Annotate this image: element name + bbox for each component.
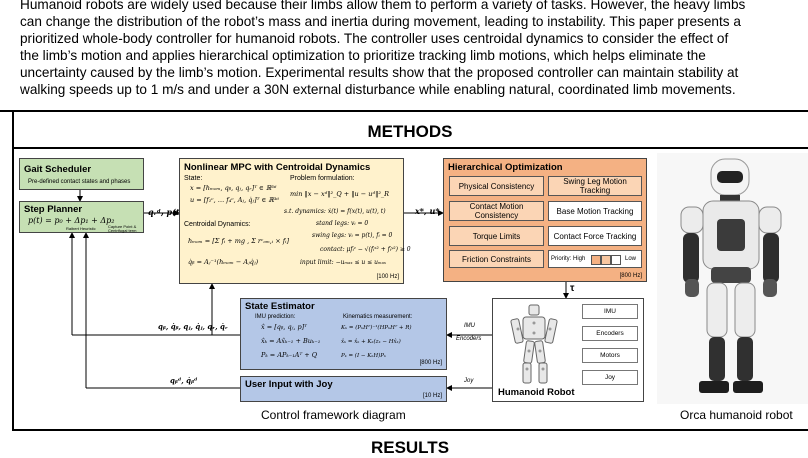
results-heading: RESULTS [370, 438, 450, 457]
se-output-label: qᵦ, q̇ᵦ, qⱼ, q̇ⱼ, qᵣ, q̇ᵣ [158, 322, 228, 331]
robot-photo [657, 153, 808, 404]
abstract-line: prioritized whole-body controller for hu… [20, 31, 729, 46]
mpc-state-eq2: u = [f₁ᶜ, … f₄ᶜ, Aⱼ, q̇ⱼ]ᵀ ∈ ℝ³⁶ [190, 196, 279, 204]
physical-consistency-task: Physical Consistency [449, 176, 544, 196]
ho-title: Hierarchical Optimization [448, 162, 563, 173]
base-motion-task: Base Motion Tracking [548, 201, 642, 221]
diagram-caption: Control framework diagram [261, 408, 406, 422]
abstract-line: can change the distribution of the robot… [20, 14, 741, 29]
methods-heading: METHODS [367, 122, 453, 141]
step-planner-block: Step Planner p(t) = p₀ + Δp₁ + Δp₂ Raibe… [19, 201, 144, 233]
divider [12, 429, 808, 431]
robot-title: Humanoid Robot [498, 387, 575, 398]
mpc-pf-eq4: swing legs: vᵢ = p(t), fᵢ = 0 [312, 232, 393, 239]
se-title: State Estimator [245, 301, 315, 312]
gait-scheduler-title: Gait Scheduler [24, 164, 92, 175]
step-planner-formula: p(t) = p₀ + Δp₁ + Δp₂ [28, 216, 115, 225]
abstract-line: walking speeds up to 1 m/s and under a 3… [20, 82, 736, 97]
step-planner-title: Step Planner [24, 204, 83, 215]
se-kin-eq3: Pₖ = (I − KₖH)Pₖ [341, 353, 386, 359]
ho-rate: [800 Hz] [619, 273, 642, 279]
mpc-pf-eq3: stand legs: vᵢ = 0 [316, 220, 369, 227]
priority-swatch [591, 255, 601, 265]
se-imu-eq1: x̂ = [qᵦ, qⱼ, p]ᵀ [261, 323, 307, 331]
methods-frame [12, 112, 808, 430]
se-imu-eq2: x̂ₖ = Ax̂ₖ₋₁ + Buₖ₋₁ [261, 337, 321, 345]
mpc-title: Nonlinear MPC with Centroidal Dynamics [184, 162, 371, 173]
mpc-state-eq1: x = [hₘₒₘ, qᵦ, qⱼ, qᵣ]ᵀ ∈ ℝ³⁶ [190, 184, 277, 192]
gait-scheduler-block: Gait Scheduler Pre-defined contact state… [19, 158, 144, 190]
abstract: Humanoid robots are widely used because … [0, 0, 808, 112]
abstract-line: Humanoid robots are widely used because … [20, 0, 746, 12]
priority-swatch [601, 255, 611, 265]
robot-kinematics-icon [510, 304, 558, 384]
user-input-block: User Input with Joy [10 Hz] [240, 376, 447, 402]
encoders-arrow-label: Encoders [456, 336, 482, 342]
gait-scheduler-subtitle: Pre-defined contact states and phases [28, 179, 131, 185]
mpc-problem-label: Problem formulation: [290, 175, 355, 182]
mpc-pf-eq5: contact: μfᵢᶻ − √(fᵢˣ² + fᵢʸ²) ≥ 0 [320, 246, 411, 253]
se-kin-eq1: Kₖ = (PₖHᵀ)⁻¹(HPₖHᵀ + R) [341, 325, 412, 331]
friction-constraints-task: Friction Constraints [449, 250, 544, 268]
mpc-output-label: x*, u* [415, 206, 440, 216]
step-output-label: qᵣᵈ, p(t) [148, 207, 184, 217]
se-imu-eq3: Pₖ = APₖ₋₁Aᵀ + Q [261, 351, 318, 359]
mpc-pf-eq6: input limit: −uₘₐₓ ≤ u ≤ uₘₐₓ [300, 259, 387, 266]
se-kin-label: Kinematics measurement: [343, 314, 413, 320]
mpc-centroidal-label: Centroidal Dynamics: [184, 221, 251, 228]
contact-motion-task: Contact Motion Consistency [449, 201, 544, 221]
se-kin-eq2: x̂ₖ = x̂ₖ + Kₖ(zₖ − Hx̂ₖ) [341, 339, 401, 345]
mpc-cd-eq2: q̇ᵦ = Aⱼ⁻¹(hₘₒₘ − Aⱼq̇ⱼ) [188, 258, 259, 266]
tau-label: τ [570, 283, 575, 294]
mpc-rate: [100 Hz] [376, 274, 399, 280]
joy-sensor: Joy [582, 370, 638, 385]
imu-arrow-label: IMU [464, 323, 475, 329]
mpc-cd-eq1: hₘₒₘ = [Σ fᵢ + mg , Σ rᶜₒₘ,ᵢ × fᵢ] [188, 237, 290, 245]
mpc-block: Nonlinear MPC with Centroidal Dynamics S… [179, 158, 411, 284]
contact-force-task: Contact Force Tracking [548, 226, 642, 246]
humanoid-robot-illustration [680, 158, 782, 393]
abstract-line: the limb’s motion and applies hierarchic… [20, 48, 706, 63]
joy-title: User Input with Joy [245, 379, 333, 390]
abstract-line: uncertainty caused by the limb’s motion.… [20, 65, 739, 80]
priority-high-label: Priority: High [551, 256, 586, 262]
priority-legend: Priority: High Low [548, 250, 642, 268]
motors-sensor: Motors [582, 348, 638, 363]
photo-caption: Orca humanoid robot [680, 408, 793, 422]
encoders-sensor: Encoders [582, 326, 638, 341]
se-rate: [800 Hz] [419, 360, 442, 366]
priority-low-label: Low [625, 256, 637, 262]
mpc-state-label: State: [184, 175, 203, 182]
joy-rate: [10 Hz] [422, 393, 442, 399]
priority-swatch [611, 255, 621, 265]
step-planner-term2: Capture Point & Centrifugal term [108, 224, 137, 233]
state-estimator-block: State Estimator IMU prediction: x̂ = [qᵦ… [240, 298, 447, 370]
joy-output-label: qᵦᵈ, q̇ᵦᵈ [170, 376, 198, 385]
swing-leg-task: Swing Leg Motion Tracking [548, 176, 642, 196]
joy-arrow-label: Joy [464, 378, 474, 384]
step-planner-term1: Raibert Heuristic [66, 226, 96, 231]
se-imu-label: IMU prediction: [255, 314, 296, 320]
divider [12, 147, 808, 149]
torque-limits-task: Torque Limits [449, 226, 544, 246]
imu-sensor: IMU [582, 304, 638, 319]
mpc-pf-eq2: s.t. dynamics: ẋ(t) = f(x(t), u(t), t) [284, 208, 386, 215]
mpc-pf-eq1: min ‖x − xᵈ‖²_Q + ‖u − uᵈ‖²_R [290, 190, 390, 198]
